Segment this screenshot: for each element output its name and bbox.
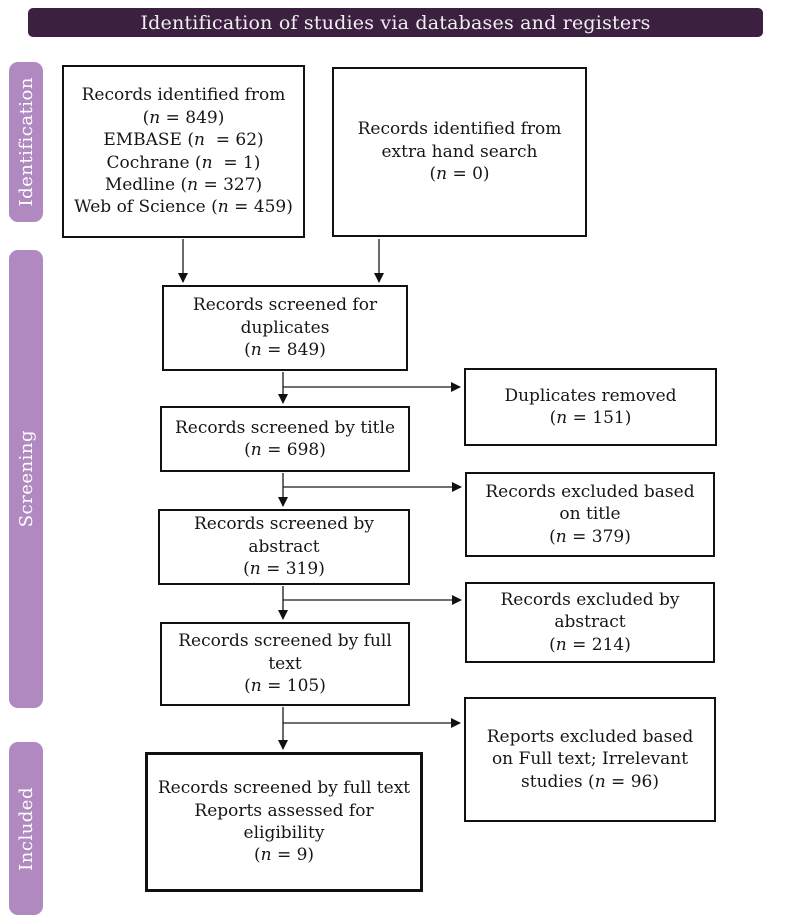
diagram-title-banner: Identification of studies via databases … (28, 8, 763, 37)
stage-label-screening: Screening (15, 430, 37, 528)
diagram-title: Identification of studies via databases … (140, 11, 651, 34)
stage-label-included: Included (15, 786, 37, 871)
box-records-identified-databases: Records identified from(n = 849)EMBASE (… (62, 65, 305, 238)
stage-bar-included: Included (9, 742, 43, 915)
stage-bar-screening: Screening (9, 250, 43, 708)
stage-bar-identification: Identification (9, 62, 43, 222)
box-screened-title: Records screened by title(n = 698) (160, 406, 410, 472)
stage-label-identification: Identification (15, 77, 37, 207)
box-duplicates-removed: Duplicates removed(n = 151) (464, 368, 717, 446)
